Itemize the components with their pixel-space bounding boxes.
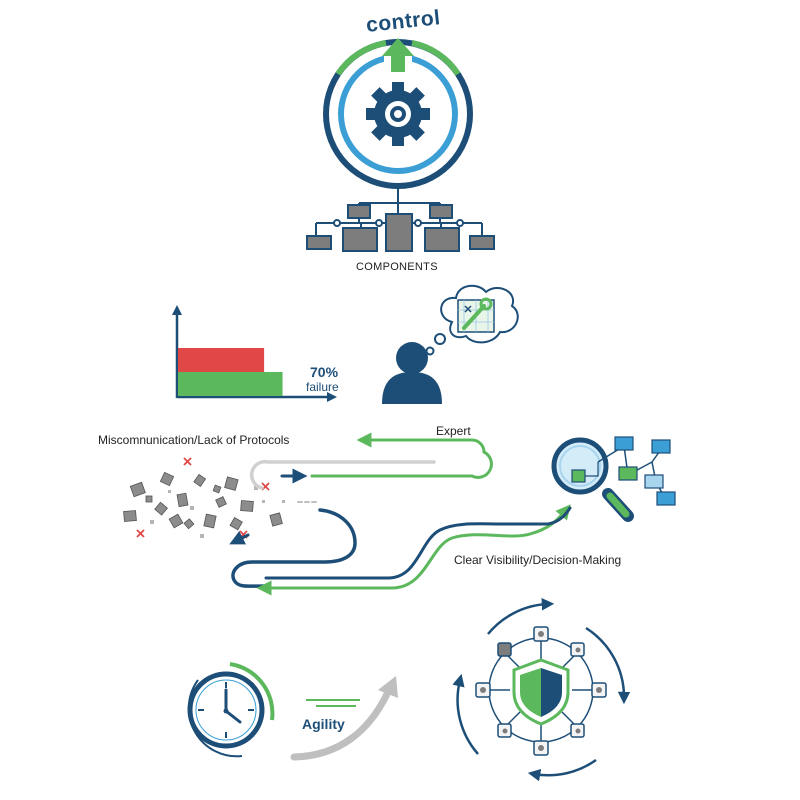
shield-icon <box>512 658 570 726</box>
outer-ring-arc-right <box>585 626 631 705</box>
outer-ring-arc-left <box>452 673 479 755</box>
agility-arrow <box>290 676 398 761</box>
network-node <box>614 436 634 451</box>
network-diagram <box>597 436 676 506</box>
component-block <box>429 204 453 219</box>
network-node <box>618 466 638 481</box>
person-icon <box>382 342 442 404</box>
component-block <box>385 213 413 252</box>
clock-green-arc <box>229 662 275 721</box>
scattered-debris <box>123 457 285 539</box>
failure-label: failure <box>306 380 339 394</box>
miscommunication-label: Miscomnunication/Lack of Protocols <box>98 433 290 447</box>
outer-ring-arc-top <box>487 598 555 635</box>
clear-visibility-label: Clear Visibility/Decision-Making <box>454 553 622 567</box>
component-block <box>469 235 495 250</box>
outer-green-arc-right <box>411 40 461 76</box>
components-label: COMPONENTS <box>356 261 438 273</box>
chart-bar <box>178 348 265 372</box>
expert-label: Expert <box>436 424 471 438</box>
outer-ring-arc-bottom <box>527 758 597 782</box>
component-block <box>342 227 378 252</box>
network-node <box>651 439 671 454</box>
component-block <box>306 235 332 250</box>
gray-loop <box>249 459 436 490</box>
green-long-arrow <box>274 504 571 590</box>
navy-arrow-head <box>229 530 250 545</box>
component-blocks <box>306 204 495 252</box>
wrench-icon <box>457 297 495 333</box>
navy-to-magnifier <box>546 506 572 526</box>
speed-lines <box>306 699 360 707</box>
shield-network-group <box>452 598 631 782</box>
network-node <box>656 491 676 506</box>
navy-s-curve <box>231 508 357 588</box>
magnifier-icon <box>551 437 634 522</box>
control-arrow-icon <box>382 38 414 72</box>
gear-icon <box>366 82 430 146</box>
clock-icon <box>187 662 275 758</box>
chart-bar <box>178 372 283 396</box>
failure-chart <box>172 305 337 402</box>
control-gear-group <box>323 38 473 189</box>
failure-percent-label: 70% <box>310 364 339 380</box>
flow-paths <box>229 432 572 596</box>
outer-green-arc-left <box>335 40 387 76</box>
agility-label: Agility <box>302 716 345 732</box>
expert-path-top <box>356 432 486 454</box>
component-block <box>347 204 371 219</box>
component-block <box>424 227 460 252</box>
navy-long-path <box>264 522 550 580</box>
network-node <box>644 474 664 489</box>
network-node <box>497 642 512 657</box>
expert-path-return <box>310 450 493 479</box>
